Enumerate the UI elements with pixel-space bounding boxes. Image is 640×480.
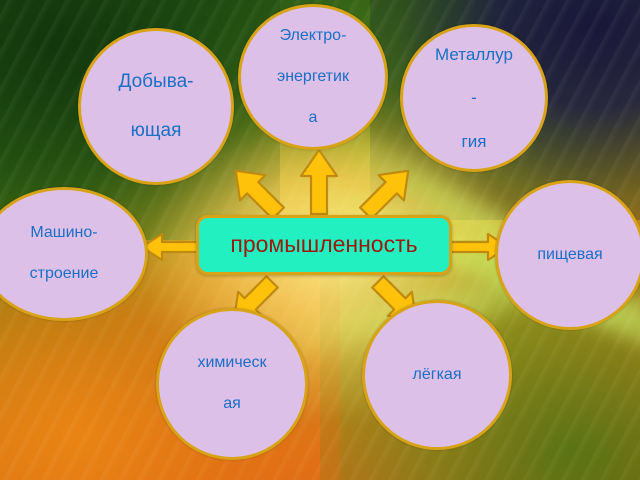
node-label-line: энергетик xyxy=(277,67,349,85)
node-label-line: Машино- xyxy=(30,224,98,242)
node-label-line: Добыва- xyxy=(118,71,194,93)
node-khimicheskaya[interactable]: химическ ая xyxy=(156,308,308,460)
node-label-line: гия xyxy=(461,131,487,151)
node-label-line: ющая xyxy=(130,119,182,141)
node-elektroenergetika[interactable]: Электро-энергетик а xyxy=(238,4,388,150)
node-label-line: Электро- xyxy=(279,26,347,44)
node-label-line: а xyxy=(308,108,318,126)
node-legkaya[interactable]: лёгкая xyxy=(362,300,512,450)
node-mashinostroenie[interactable]: Машино-строение xyxy=(0,187,148,321)
center-node-promyshlennost[interactable]: промышленность xyxy=(196,215,452,275)
node-label: Металлур - гия xyxy=(407,44,541,153)
node-label: Добыва-ющая xyxy=(91,70,222,143)
node-label-line: ая xyxy=(223,395,241,413)
node-label-line: - xyxy=(471,88,477,108)
node-label: лёгкая xyxy=(412,365,462,383)
center-node-label: промышленность xyxy=(230,231,418,258)
node-label-line: Металлур xyxy=(435,44,513,64)
node-label: пищевая xyxy=(537,245,603,263)
node-label: Электро-энергетик а xyxy=(249,26,377,128)
node-dobyvayushchaya[interactable]: Добыва-ющая xyxy=(78,28,234,185)
node-pishchevaya[interactable]: пищевая xyxy=(495,180,640,330)
node-label: Машино-строение xyxy=(2,223,127,284)
node-metallurgiya[interactable]: Металлур - гия xyxy=(400,24,548,172)
node-label-line: химическ xyxy=(197,354,267,372)
node-label: химическ ая xyxy=(169,353,294,414)
node-label-line: строение xyxy=(29,265,99,283)
